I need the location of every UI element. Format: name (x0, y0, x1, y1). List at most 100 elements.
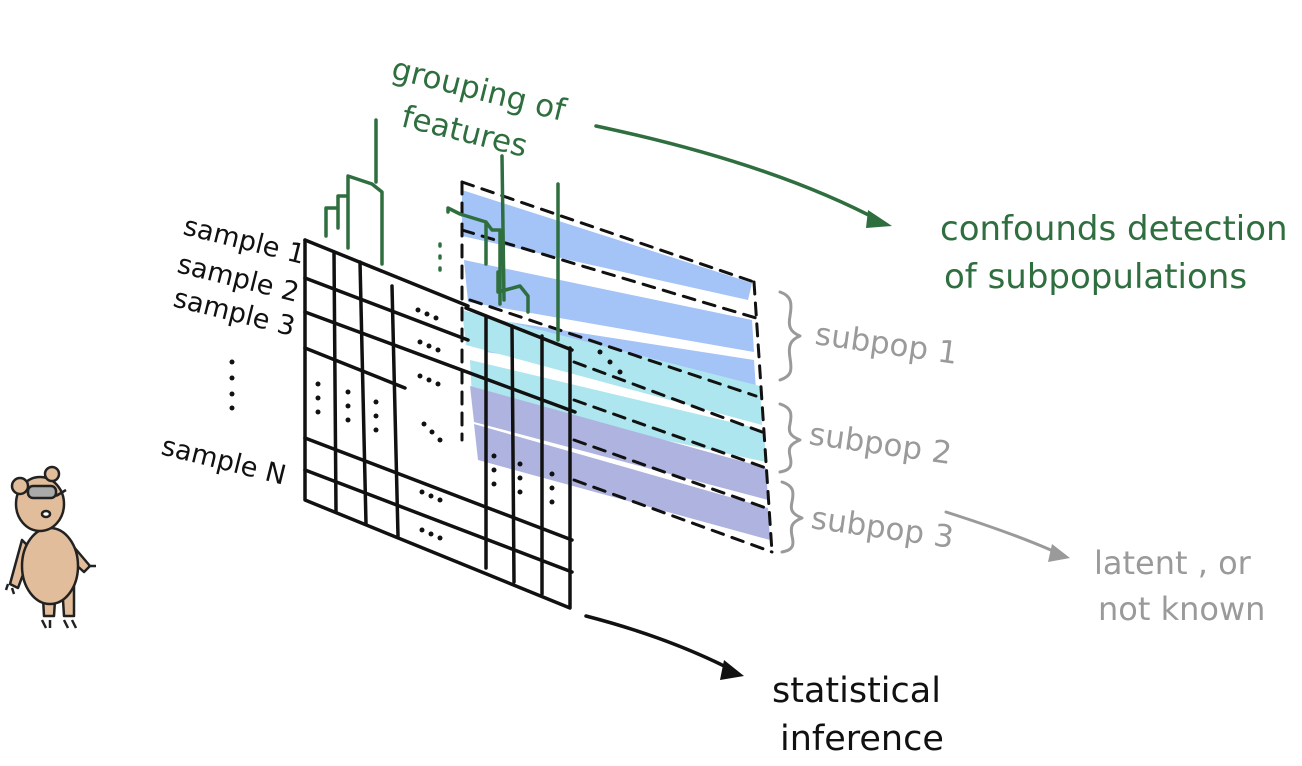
dot (491, 453, 497, 459)
inference-line1: statistical (772, 671, 941, 711)
dot (315, 395, 321, 401)
dendrogram-left (324, 118, 384, 266)
brace-subpop2 (778, 402, 802, 474)
dot (597, 349, 603, 355)
matrix-ellipsis-dots (229, 307, 623, 541)
band-subpop2-row2 (470, 360, 766, 462)
dot (229, 405, 235, 411)
dot (433, 315, 439, 321)
latent-label: latent , or not known (1094, 544, 1265, 628)
bear-ear (43, 465, 61, 483)
band-subpop1-row2 (464, 260, 754, 352)
subpop-1-label: subpop 1 (813, 316, 960, 372)
grid-row-line (303, 276, 470, 342)
dot (491, 481, 497, 487)
grid-top-edge (303, 238, 470, 308)
dot (415, 307, 421, 313)
dot (417, 339, 423, 345)
dashed-row-line (572, 398, 768, 470)
dot (373, 427, 379, 433)
dashed-row-line (572, 360, 764, 434)
band-subpop2-row1 (462, 310, 762, 425)
dot (421, 421, 427, 427)
dot (428, 493, 434, 499)
grid-col-line (358, 260, 368, 526)
dot (435, 381, 441, 387)
grid-header-line (464, 306, 574, 352)
dot (373, 413, 379, 419)
dot (345, 403, 351, 409)
latent-line2: not known (1098, 590, 1265, 628)
arrow-to-latent (944, 510, 1066, 558)
subpopulation-bands (462, 190, 770, 540)
grouping-of-features-label: grouping of features (388, 51, 570, 165)
bear-feet (4, 564, 96, 629)
grid-row-line (303, 468, 574, 574)
sample-n-label: sample N (158, 431, 289, 492)
dot (229, 359, 235, 365)
band-subpop3-row2 (474, 424, 770, 540)
dot (373, 399, 379, 405)
dendrogram-right (446, 154, 560, 342)
dot (345, 389, 351, 395)
dot (229, 391, 235, 397)
grid-col-line (390, 284, 400, 538)
dot (437, 535, 443, 541)
dendrogram-icon (324, 118, 560, 342)
dot (549, 471, 555, 477)
confounds-line1: confounds detection (940, 209, 1288, 249)
dot (617, 369, 623, 375)
dot (517, 475, 523, 481)
subpop-3-label: subpop 3 (809, 500, 956, 556)
dot (229, 375, 235, 381)
dot (315, 381, 321, 387)
grid-col-line (510, 324, 516, 584)
confounds-line2: of subpopulations (944, 257, 1247, 297)
dot (549, 485, 555, 491)
dot (435, 347, 441, 353)
dot (417, 373, 423, 379)
bear-ear (10, 476, 30, 496)
arrow-to-confounds (594, 124, 884, 224)
bear-snout (55, 488, 67, 498)
dot (345, 417, 351, 423)
grid-col-line (332, 250, 338, 514)
dot (517, 461, 523, 467)
arrowhead-inference (720, 660, 744, 680)
dot (426, 377, 432, 383)
arrowhead-confounds (866, 210, 892, 228)
dashed-row-line (460, 180, 756, 284)
statistical-inference-label: statistical inference (772, 671, 944, 759)
brace-subpop3 (780, 480, 804, 554)
arrow-to-inference (584, 614, 738, 674)
grid-row-line (303, 310, 577, 414)
dashed-row-line (460, 228, 758, 320)
dot (429, 429, 435, 435)
data-matrix-grid (303, 238, 577, 610)
dot (437, 497, 443, 503)
bear-glasses (26, 484, 58, 500)
curly-brace-icon (778, 290, 804, 554)
dot (491, 467, 497, 473)
dot (607, 359, 613, 365)
grid-row-line (303, 346, 407, 390)
dot (426, 343, 432, 349)
arrowhead-latent (1048, 544, 1070, 562)
back-layer-dashes (460, 180, 774, 554)
dot (315, 409, 321, 415)
band-subpop3-row1 (470, 386, 768, 500)
dashed-row-line (572, 478, 774, 554)
dashed-row-line (468, 298, 758, 398)
grid-outline (303, 238, 572, 610)
subpop-labels: subpop 1 subpop 2 subpop 3 (807, 316, 960, 556)
bear-mouth (40, 509, 52, 519)
subpop-2-label: subpop 2 (807, 416, 954, 472)
dashed-right-edge (752, 280, 774, 554)
brace-subpop1 (778, 290, 802, 382)
bear-body (20, 526, 80, 606)
arrow-icon (584, 124, 1070, 680)
dot (437, 437, 443, 443)
bear-mascot-icon (4, 465, 96, 629)
confounds-label: confounds detection of subpopulations (940, 209, 1288, 297)
